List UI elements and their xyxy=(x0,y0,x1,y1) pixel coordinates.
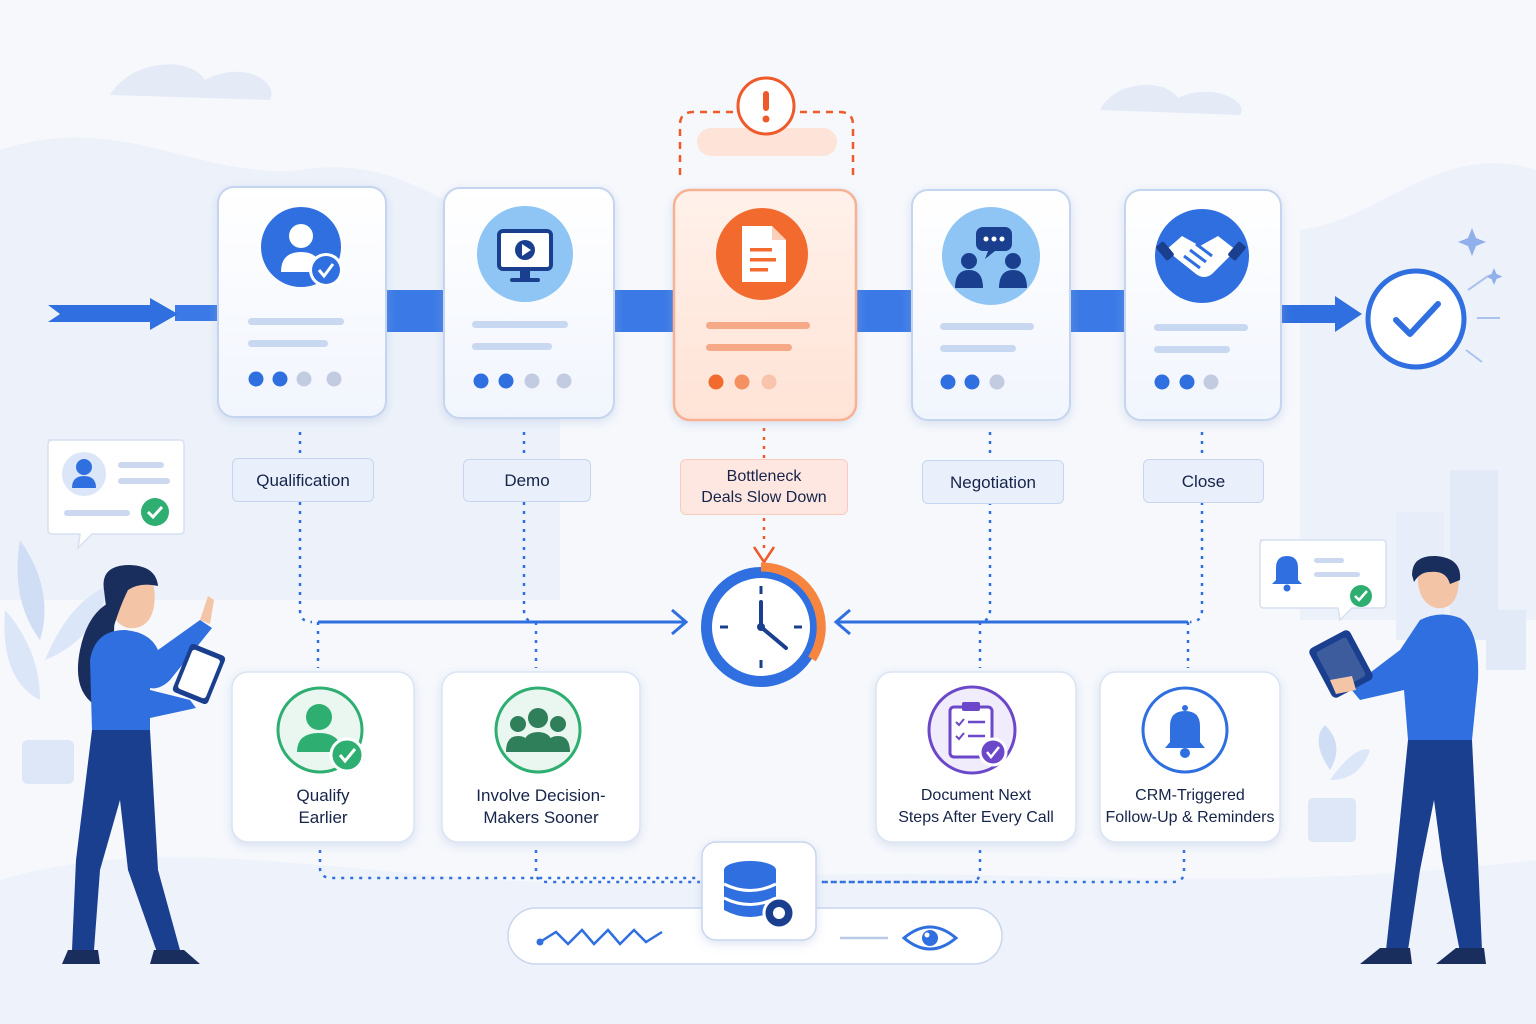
stage-card-bottleneck[interactable] xyxy=(672,188,858,422)
clock-icon xyxy=(701,562,826,687)
plant-left xyxy=(4,540,110,784)
stage-label-close: Close xyxy=(1143,459,1264,503)
stage-connectors xyxy=(298,432,1204,884)
stage-label-text: Qualification xyxy=(256,470,350,490)
stage-card-demo[interactable] xyxy=(443,187,615,419)
solution-label-involve-decision-makers: Involve Decision- Makers Sooner xyxy=(446,784,636,830)
stage-label-qualification: Qualification xyxy=(232,458,374,502)
user-check-icon xyxy=(261,207,343,287)
solution-line2: Makers Sooner xyxy=(483,808,599,827)
flow-arrows xyxy=(318,608,1188,636)
profile-bubble xyxy=(47,439,185,551)
stage-label-bottleneck: Bottleneck Deals Slow Down xyxy=(680,459,848,515)
plant-right xyxy=(1308,725,1370,842)
notification-bubble xyxy=(1259,539,1387,622)
solution-line1: CRM-Triggered xyxy=(1135,787,1245,804)
clipboard-check-icon xyxy=(927,685,1017,775)
document-icon xyxy=(716,208,808,300)
solution-label-crm-followup: CRM-Triggered Follow-Up & Reminders xyxy=(1102,784,1278,830)
stage-card-close[interactable] xyxy=(1124,189,1282,421)
activity-wave-icon xyxy=(539,928,663,946)
exclamation-icon xyxy=(736,76,796,136)
team-icon xyxy=(494,686,582,774)
handshake-icon xyxy=(1155,209,1249,303)
solution-line1: Qualify xyxy=(296,786,350,805)
bottleneck-subtitle: Deals Slow Down xyxy=(701,489,827,506)
solution-label-qualify-earlier: Qualify Earlier xyxy=(240,784,406,830)
stage-label-text: Close xyxy=(1181,471,1226,491)
stage-label-text: Demo xyxy=(504,471,550,490)
solution-card-crm-followup[interactable] xyxy=(1099,671,1281,843)
bell-icon xyxy=(1141,686,1229,774)
solution-line2: Follow-Up & Reminders xyxy=(1105,809,1275,826)
stage-label-negotiation: Negotiation xyxy=(922,460,1064,504)
solution-line2: Earlier xyxy=(298,808,348,827)
bottleneck-arrowhead xyxy=(752,546,776,565)
checkmark-circle-icon xyxy=(1365,268,1500,370)
bottleneck-title: Bottleneck xyxy=(726,468,802,485)
chat-people-icon xyxy=(942,207,1040,305)
alert-bracket xyxy=(678,110,855,175)
solution-card-qualify-earlier[interactable] xyxy=(231,671,415,843)
user-check-icon xyxy=(276,686,365,774)
solution-line2: Steps After Every Call xyxy=(898,809,1054,826)
monitor-play-icon xyxy=(477,206,573,302)
solution-line1: Document Next xyxy=(920,787,1032,804)
stage-card-qualification[interactable] xyxy=(217,186,387,418)
solution-label-document-next-steps: Document Next Steps After Every Call xyxy=(880,784,1072,830)
database-gear-icon xyxy=(701,841,817,941)
eye-icon xyxy=(901,925,959,951)
stage-label-text: Negotiation xyxy=(949,472,1036,492)
person-left xyxy=(62,565,226,964)
solution-card-involve-decision-makers[interactable] xyxy=(441,671,641,843)
person-right xyxy=(1309,555,1486,964)
solution-line1: Involve Decision- xyxy=(476,786,606,805)
solution-card-document-next-steps[interactable] xyxy=(875,671,1077,843)
stage-label-demo: Demo xyxy=(463,459,591,502)
stage-card-negotiation[interactable] xyxy=(911,189,1071,421)
